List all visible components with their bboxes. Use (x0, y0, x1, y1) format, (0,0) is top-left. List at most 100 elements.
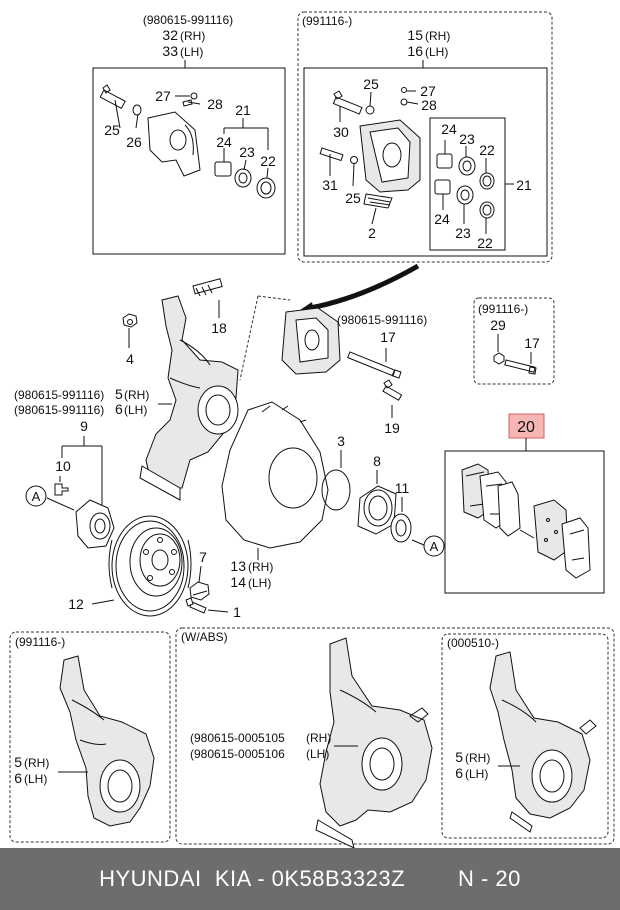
pad-kit-group: 20 (444, 413, 605, 594)
knuckle-000510-frame (441, 633, 609, 839)
dust-cover-rh-num: 13 (230, 558, 246, 574)
caliper-late-lh-num: 16 (407, 43, 423, 59)
callout-23: 23 (455, 225, 471, 241)
footer-part-number: HYUNDAI KIA - 0K58B3323Z (99, 866, 406, 891)
knuckle-early-date-rh: (980615-991116) (14, 388, 104, 402)
hub-group: 9 10 A (25, 418, 115, 549)
knuckle-991116-rh-num: 5 (14, 754, 22, 770)
callout-22: 22 (477, 235, 493, 251)
caliper-early-lh-num: 33 (162, 43, 178, 59)
caliper-mid-group: (980615-991116) 17 19 (239, 295, 427, 436)
callout-21: 21 (235, 102, 251, 118)
callout-3: 3 (337, 433, 345, 449)
caliper-late-frame (303, 67, 548, 257)
knuckle-abs-lh: (LH) (306, 747, 329, 761)
callout-25: 25 (363, 76, 379, 92)
callout-17: 17 (380, 329, 396, 345)
bearing-group: 3 8 11 A (321, 433, 445, 557)
callout-23: 23 (459, 131, 475, 147)
caliper-late-lh: (LH) (425, 45, 448, 59)
callout-12: 12 (68, 596, 84, 612)
knuckle-000510-rh: (RH) (465, 751, 490, 765)
caliper-late-leaders (329, 90, 514, 234)
callout-24: 24 (441, 121, 457, 137)
knuckle-early-labels: (980615-991116) 5 (RH) (980615-991116) 6… (14, 386, 172, 417)
knuckle-early-lh-num: 6 (115, 401, 123, 417)
callout-1: 1 (233, 604, 241, 620)
callout-17: 17 (524, 335, 540, 351)
callout-29: 29 (490, 317, 506, 333)
knuckle-000510-date: (000510-) (447, 636, 499, 650)
callout-28: 28 (207, 96, 223, 112)
pointer-arrow (309, 263, 420, 311)
callout-8: 8 (373, 453, 381, 469)
callout-11: 11 (395, 480, 410, 496)
callout-7: 7 (199, 549, 207, 565)
knuckle-000510-group: (000510-) 5 (RH) 6 (LH) (441, 633, 609, 839)
brake-disc-date: (980615-991116) (337, 313, 427, 327)
callout-30: 30 (333, 124, 349, 140)
caliper-early-rh-num: 32 (162, 27, 178, 43)
caliper-late-rh-num: 15 (407, 27, 423, 43)
steering-knuckle-abs (319, 637, 433, 827)
knuckle-991116-frame (9, 631, 171, 843)
callout-2: 2 (368, 225, 376, 241)
steering-knuckle (145, 295, 239, 489)
callout-22: 22 (479, 142, 495, 158)
bolt-late-date: (991116-) (478, 302, 528, 316)
callout-27: 27 (420, 83, 436, 99)
callout-4: 4 (126, 351, 134, 367)
knuckle-abs-group: (W/ABS) (980615-0005105 (RH) (980615-000… (175, 627, 615, 848)
callout-19: 19 (384, 420, 400, 436)
callout-18: 18 (211, 320, 227, 336)
knuckle-991116-rh: (RH) (24, 756, 49, 770)
caliper-late-drawing (319, 87, 495, 219)
callout-9: 9 (80, 418, 88, 434)
knuckle-991116-lh: (LH) (24, 772, 47, 786)
brake-disc-group: 12 7 1 (68, 515, 241, 620)
pad-kit-frame (444, 450, 605, 594)
callout-22: 22 (260, 153, 276, 169)
knuckle-abs-date-rh: (980615-0005105 (190, 731, 285, 745)
knuckle-abs-title: (W/ABS) (181, 630, 228, 644)
caliper-early-date: (980615-991116) (143, 13, 233, 27)
caliper-late-rh: (RH) (425, 29, 450, 43)
callout-24: 24 (434, 211, 450, 227)
callout-31: 31 (322, 177, 338, 193)
caliper-early-group: (980615-991116) 32 (RH) 33 (LH) (92, 13, 286, 255)
caliper-early-lh: (LH) (180, 45, 203, 59)
knuckle-991116-group: (991116-) 5 (RH) 6 (LH) (9, 631, 171, 843)
dust-cover-group: 13 (RH) 14 (LH) (221, 401, 329, 590)
dust-cover-lh: (LH) (248, 576, 271, 590)
callout-27: 27 (155, 88, 171, 104)
bolt-late-group: (991116-) 29 17 (473, 297, 555, 385)
caliper-late-dashed-frame (297, 11, 553, 263)
footer-page-number: N - 20 (457, 866, 521, 891)
callout-10: 10 (55, 458, 71, 474)
knuckle-abs-frame (175, 627, 615, 845)
knuckle-early-date-lh: (980615-991116) (14, 403, 104, 417)
knuckle-991116-lh-num: 6 (14, 770, 22, 786)
pad-kit-highlight (508, 413, 545, 439)
knuckle-000510-rh-num: 5 (455, 749, 463, 765)
caliper-early-frame (92, 67, 286, 255)
dust-cover-lh-num: 14 (230, 574, 246, 590)
bolt-late-dashed-frame (473, 297, 555, 385)
knuckle-abs-rh: (RH) (306, 731, 331, 745)
footer-bar: HYUNDAI KIA - 0K58B3323Z N - 20 (0, 848, 620, 910)
knuckle-000510-lh: (LH) (465, 767, 488, 781)
reference-a: A (32, 489, 41, 504)
knuckle-early-rh-num: 5 (115, 386, 123, 402)
callout-21: 21 (516, 177, 532, 193)
knuckle-early-lh: (LH) (124, 403, 147, 417)
callout-24: 24 (216, 134, 232, 150)
callout-20: 20 (517, 419, 535, 436)
caliper-late-group: (991116-) 15 (RH) 16 (LH) (297, 11, 553, 263)
caliper-early-leaders (114, 95, 269, 179)
callout-25: 25 (345, 190, 361, 206)
caliper-early-drawing (99, 84, 276, 199)
reference-a-circle (25, 485, 47, 507)
callout-25: 25 (104, 122, 120, 138)
knuckle-abs-date-lh: (980615-0005106 (190, 747, 285, 761)
